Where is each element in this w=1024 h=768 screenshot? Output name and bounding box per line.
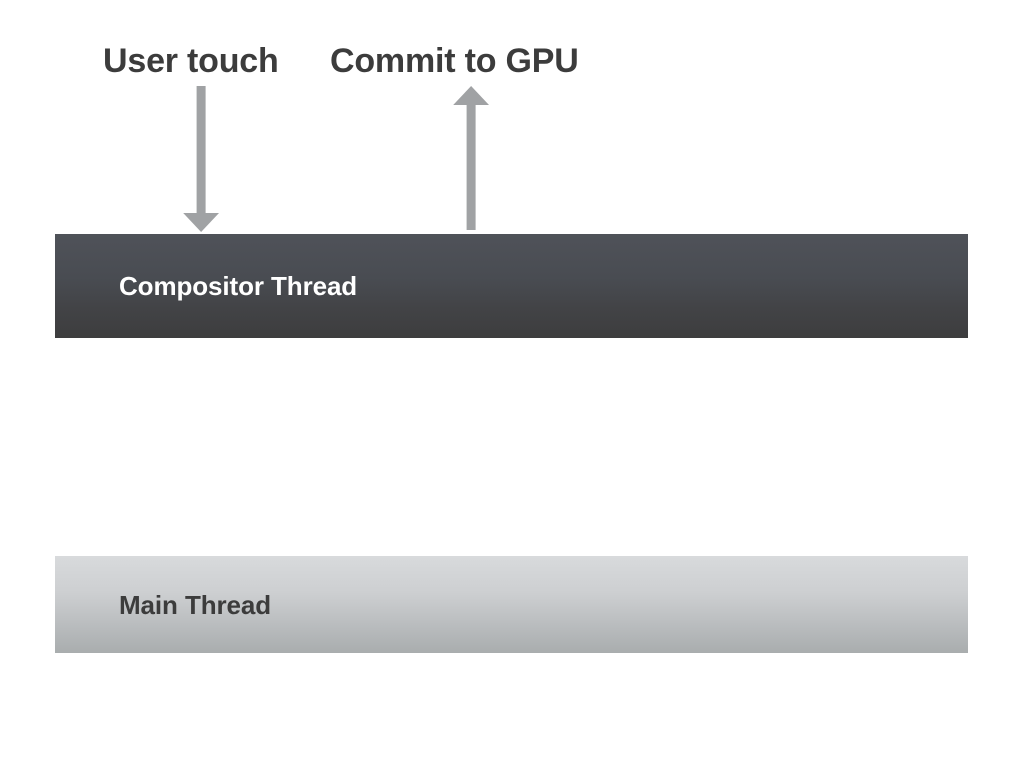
lane-compositor-thread: Compositor Thread	[55, 234, 968, 338]
lane-label-main-thread: Main Thread	[119, 589, 272, 620]
annotation-label-commit-to-gpu: Commit to GPU	[330, 42, 579, 80]
lane-label-compositor-thread: Compositor Thread	[119, 271, 358, 301]
arrow-down-icon	[183, 86, 219, 232]
arrow-up-icon	[453, 86, 489, 230]
lane-main-thread: Main Thread	[55, 556, 968, 653]
annotation-label-user-touch: User touch	[103, 42, 279, 80]
